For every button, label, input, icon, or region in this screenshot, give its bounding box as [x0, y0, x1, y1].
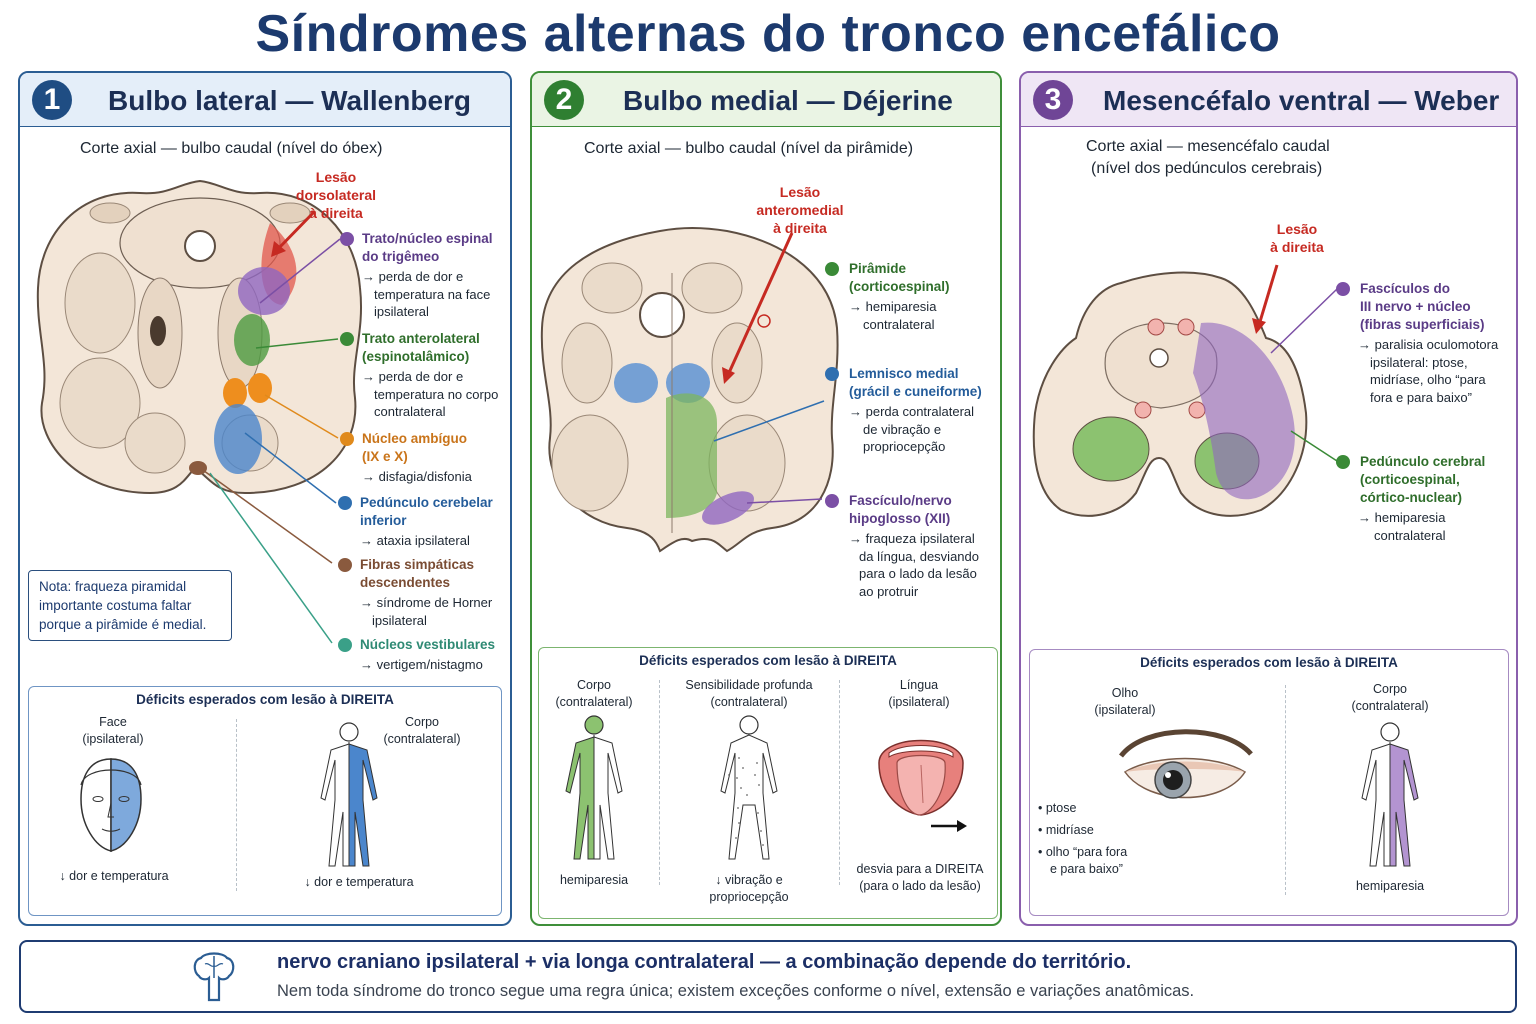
face-label: Face (ipsilateral) — [82, 715, 144, 746]
legend-dot — [338, 638, 352, 652]
deficit-box: Déficits esperados com lesão à DIREITA F… — [28, 686, 502, 916]
deficit-box: Déficits esperados com lesão à DIREITA O… — [1029, 649, 1509, 916]
legend-lemniscus: Lemnisco medial (grácil e cuneiforme) → … — [825, 365, 982, 456]
body-dots-illustration — [720, 715, 778, 860]
panel-title: Bulbo lateral — Wallenberg — [108, 85, 472, 116]
legend-anterolateral: Trato anterolateral (espinotalâmico) → p… — [340, 330, 498, 421]
lesion-territory — [1193, 322, 1295, 500]
body-label: Corpo (contralateral) — [383, 715, 461, 746]
legend-icp: Pedúnculo cerebelar inferior → ataxia ip… — [338, 494, 493, 550]
section-subtitle: Corte axial — bulbo caudal (nível do óbe… — [80, 140, 383, 157]
legend-dot — [1336, 455, 1350, 469]
brainstem-icon — [193, 952, 235, 1002]
lesion-label: Lesão anteromedial à direita — [756, 184, 844, 236]
legend-dot — [340, 232, 354, 246]
legend-dot — [825, 367, 839, 381]
legend-dot — [340, 332, 354, 346]
legend-sympathetic: Fibras simpáticas descendentes → síndrom… — [338, 556, 492, 629]
legend-dot — [825, 494, 839, 508]
deficit-title: Déficits esperados com lesão à DIREITA — [639, 653, 897, 668]
page-title: Síndromes alternas do tronco encefálico — [255, 5, 1281, 63]
tongue-effect: desvia para a DIREITA (para o lado da le… — [856, 862, 984, 893]
legend-dot — [340, 432, 354, 446]
body-label: Corpo (contralateral) — [555, 678, 633, 709]
pyramid-lesion — [666, 393, 717, 518]
lesion-label: Lesão dorsolateral à direita — [295, 169, 377, 221]
divider — [839, 680, 840, 885]
legend-dot — [338, 496, 352, 510]
left-peduncle — [1072, 416, 1150, 482]
divider — [1285, 685, 1286, 895]
lemniscus-right — [666, 363, 710, 403]
panel-wallenberg: 1 Bulbo lateral — Wallenberg Corte axial… — [18, 71, 512, 926]
deficit-title: Déficits esperados com lesão à DIREITA — [136, 692, 394, 707]
legend-dot — [825, 262, 839, 276]
deep-sensation-label: Sensibilidade profunda (contralateral) — [685, 678, 813, 709]
legend-peduncle: Pedúnculo cerebral (corticoespinal, córt… — [1336, 453, 1485, 544]
sympathetic-region — [189, 461, 207, 475]
eye-label: Olho (ipsilateral) — [1094, 686, 1156, 717]
legend-trigeminal: Trato/núcleo espinal do trigêmeo → perda… — [340, 230, 493, 321]
eye-signs: • ptose • midríase • olho “para fora e p… — [1038, 801, 1128, 876]
arrow-right-icon — [931, 820, 967, 832]
divider — [236, 719, 237, 891]
panel-number: 1 — [32, 80, 72, 120]
panel-header: 2 Bulbo medial — Déjerine — [532, 73, 1000, 127]
lesion-label: Lesão à direita — [1270, 221, 1324, 255]
body-effect: ↓ dor e temperatura — [304, 875, 414, 889]
midbrain-section — [1032, 264, 1338, 517]
panel-title: Bulbo medial — Déjerine — [623, 85, 953, 116]
medulla-lateral-section — [36, 179, 362, 644]
section-subtitle: Corte axial — mesencéfalo caudal (nível … — [1086, 138, 1330, 177]
legend-oculomotor: Fascículos do III nervo + núcleo (fibras… — [1336, 280, 1498, 406]
legend-dot — [1336, 282, 1350, 296]
eye-illustration — [1119, 729, 1253, 799]
body-illustration — [565, 715, 623, 860]
body-effect: hemiparesia — [1355, 879, 1425, 893]
panel-title: Mesencéfalo ventral — Weber — [1103, 85, 1500, 116]
deficit-title: Déficits esperados com lesão à DIREITA — [1140, 655, 1398, 670]
panel-dejerine: 2 Bulbo medial — Déjerine Corte axial — … — [530, 71, 1002, 926]
trigeminal-region — [238, 267, 290, 315]
tongue-label: Língua (ipsilateral) — [888, 678, 950, 709]
summary-sub: Nem toda síndrome do tronco segue uma re… — [277, 982, 1195, 1000]
body-illustration — [320, 722, 378, 867]
body-effect: hemiparesia — [559, 873, 629, 887]
anterolateral-region — [234, 314, 270, 366]
icp-region — [214, 404, 262, 474]
note-box: Nota: fraqueza piramidal importante cost… — [28, 570, 232, 641]
legend-hypoglossal: Fascículo/nervo hipoglosso (XII) → fraqu… — [825, 492, 979, 600]
body-illustration — [1361, 722, 1419, 867]
panel-header: 3 Mesencéfalo ventral — Weber — [1021, 73, 1516, 127]
ambiguus-region — [223, 378, 247, 408]
legend-vestibular: Núcleos vestibulares → vertigem/nistagmo — [338, 636, 495, 674]
legend-dot — [338, 558, 352, 572]
summary-main: nervo craniano ipsilateral + via longa c… — [277, 951, 1132, 973]
deep-sensation-effect: ↓ vibração e propriocepção — [709, 873, 789, 904]
hypoglossal-region — [702, 491, 754, 525]
lemniscus-left — [614, 363, 658, 403]
tongue-illustration — [878, 739, 964, 816]
legend-ambiguus: Núcleo ambíguo (IX e X) → disfagia/disfo… — [340, 430, 472, 486]
legend-pyramid: Pirâmide (corticoespinal) → hemiparesia … — [825, 260, 950, 333]
divider — [659, 680, 660, 885]
body-label: Corpo (contralateral) — [1351, 682, 1429, 713]
face-effect: ↓ dor e temperatura — [59, 869, 169, 883]
summary-box: nervo craniano ipsilateral + via longa c… — [19, 940, 1517, 1013]
medulla-medial-section — [540, 227, 839, 553]
ambiguus-region-2 — [248, 373, 272, 403]
section-subtitle: Corte axial — bulbo caudal (nível da pir… — [584, 140, 914, 157]
panel-number: 2 — [544, 80, 584, 120]
face-illustration — [80, 758, 142, 852]
deficit-box: Déficits esperados com lesão à DIREITA C… — [538, 647, 998, 919]
panel-header: 1 Bulbo lateral — Wallenberg — [20, 73, 510, 127]
panel-number: 3 — [1033, 80, 1073, 120]
panel-weber: 3 Mesencéfalo ventral — Weber Corte axia… — [1019, 71, 1518, 926]
